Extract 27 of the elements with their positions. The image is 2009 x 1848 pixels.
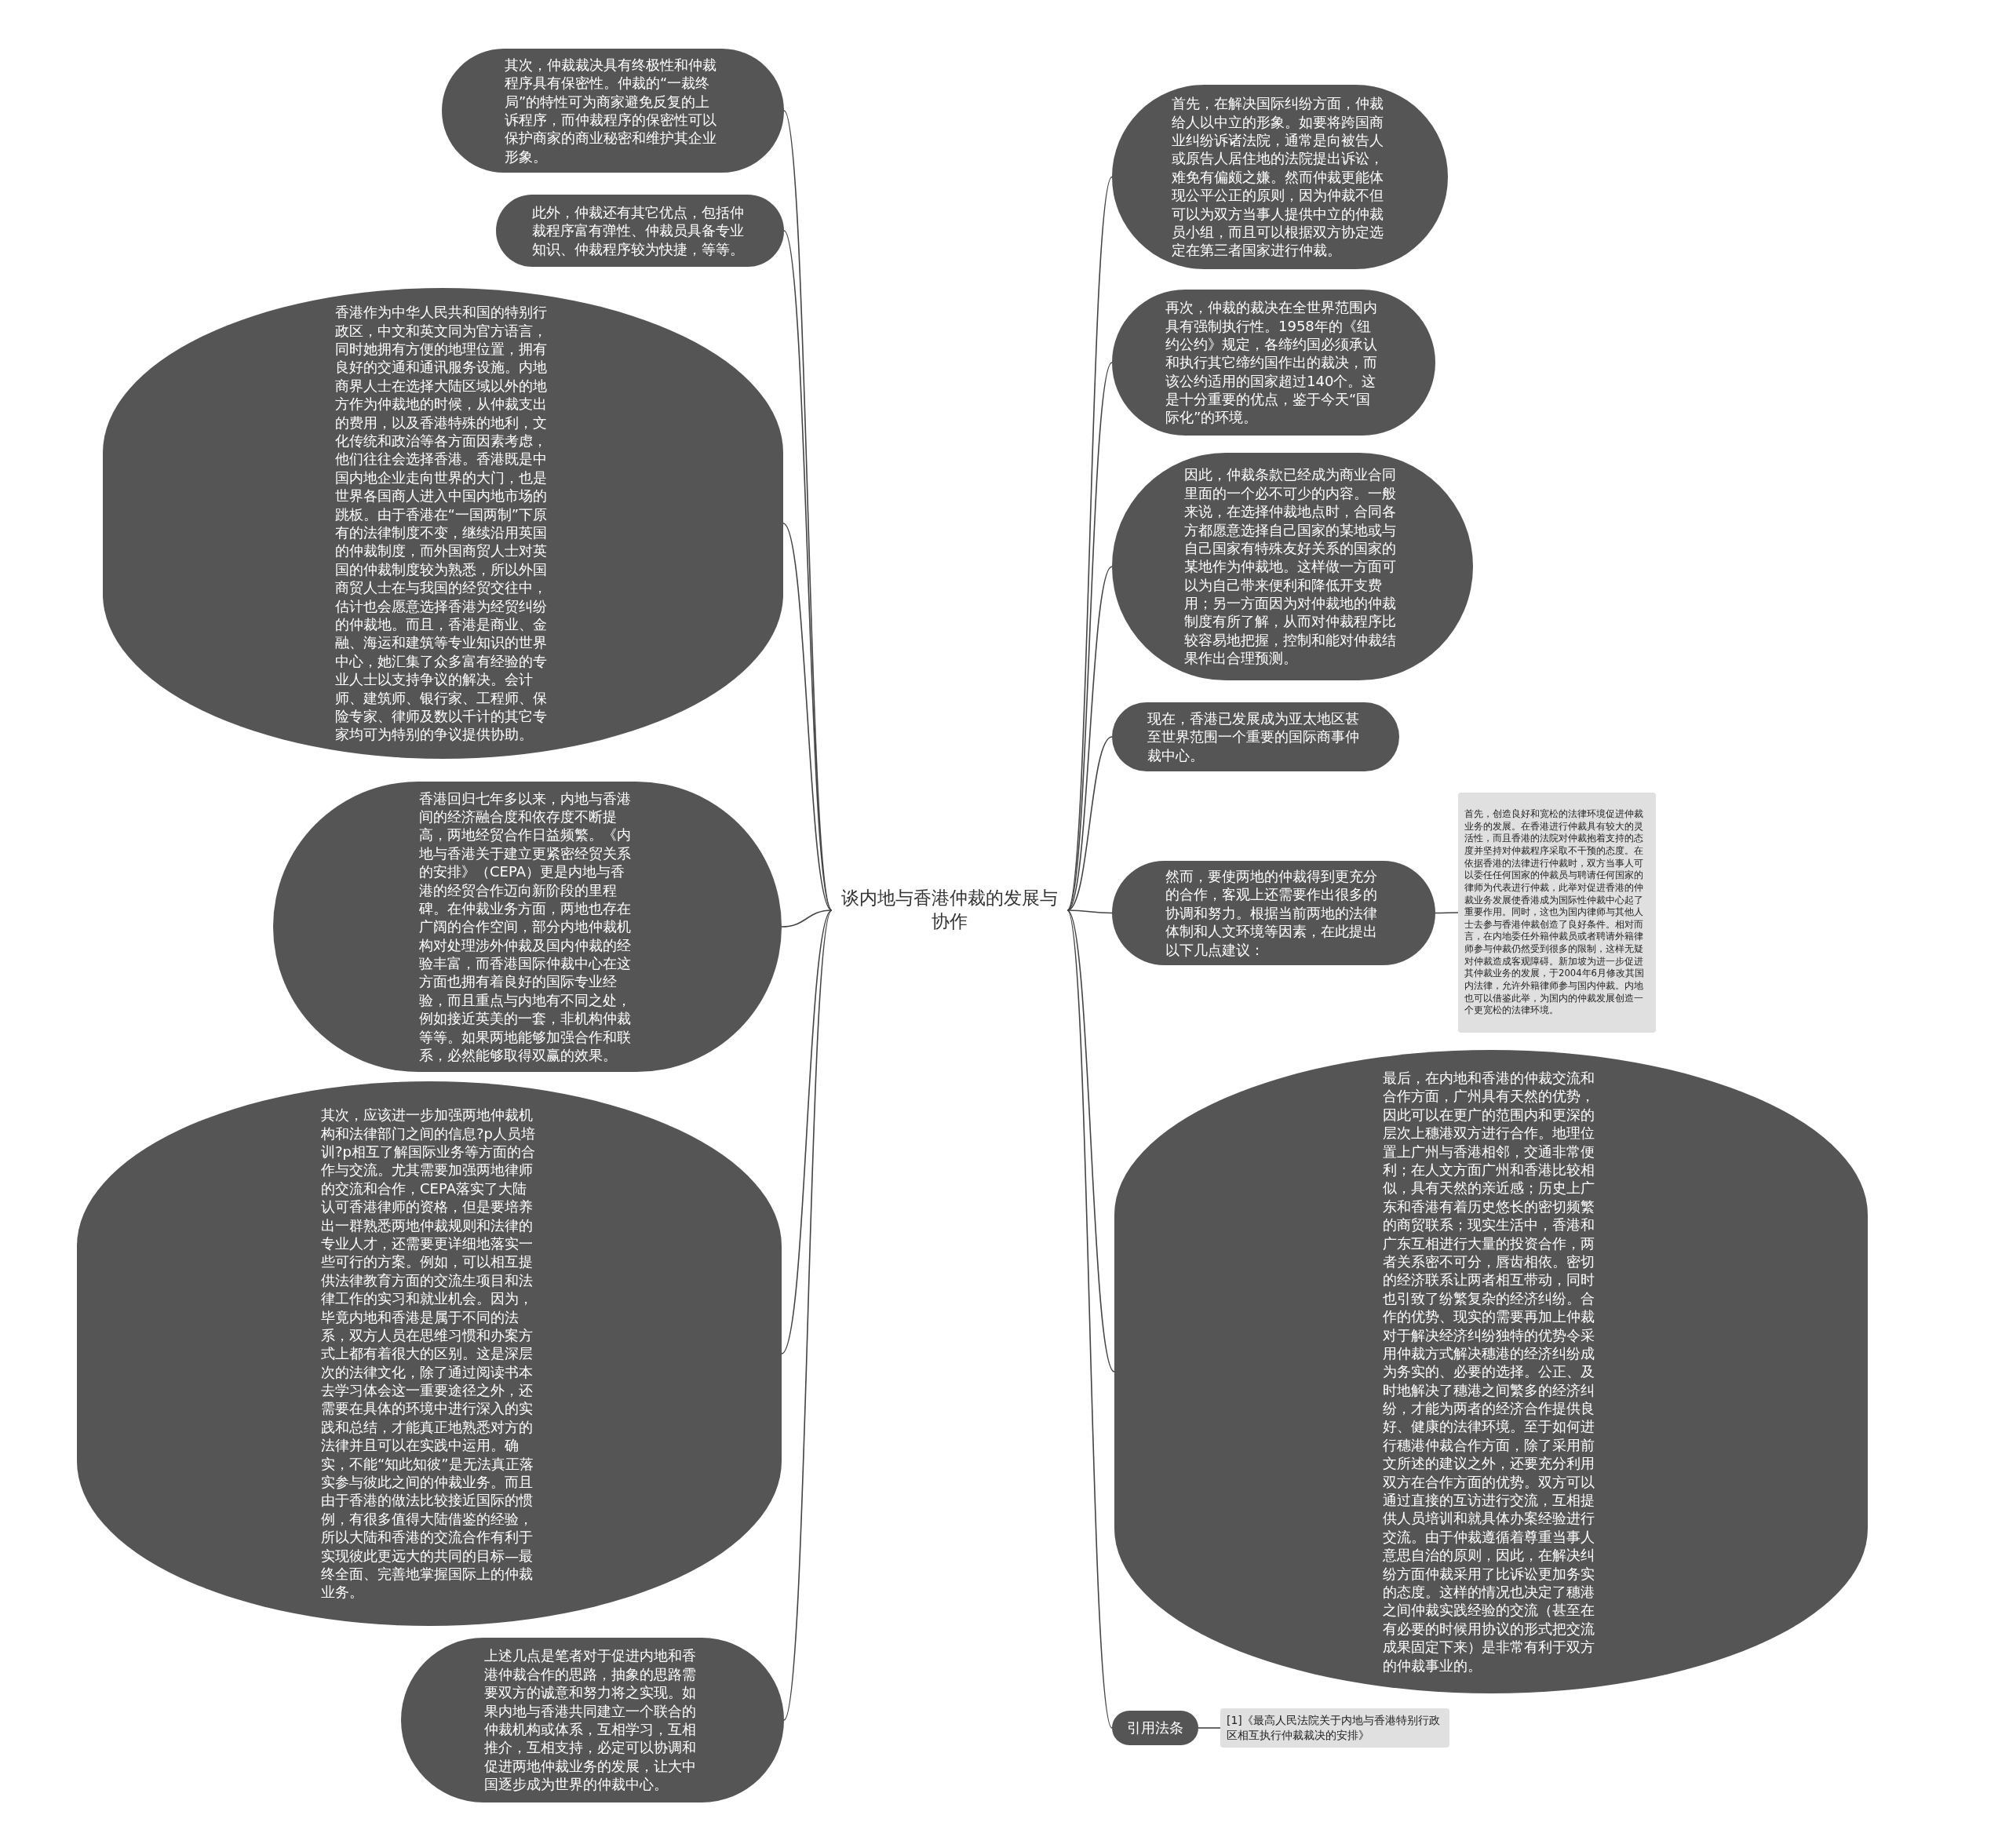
topic-bubble: 现在，香港已发展成为亚太地区甚至世界范围一个重要的国际商事仲裁中心。 bbox=[1112, 702, 1399, 771]
connector-line bbox=[1066, 909, 1115, 1372]
topic-title: 谈内地与香港仲裁的发展与协作 bbox=[832, 882, 1067, 939]
topic-bubble: 最后，在内地和香港的仲裁交流和合作方面，广州具有天然的优势，因此可以在更广的范围内和更深的层次上穗港双方进行合作。地理位置上广州与香港相邻，交通非常便利；在人文方面广州和香港比较相似，具有天然的亲近感；历史上广东和香港有着历史悠长的密切频繁的商贸联系；现实生活中，香港和广东互相进行大量的投资合作，两者关系密不可分，唇齿相依。密切的经济联系让两者相互带动，同时也引致了纷繁复杂的经济纠纷。合作的优势、现实的需要再加上仲裁对于解决经济纠纷独特的优势令采用仲裁方式解决穗港的经济纠纷成为务实的、必要的选择。公正、及时地解决了穗港之间繁多的经济纠纷，才能为两者的经济合作提供良好、健康的法律环境。至于如何进行穗港仲裁合作方面，除了采用前文所述的建议之外，还要充分利用双方在合作方面的优势。双方可以通过直接的互访进行交流，互相提供人员培训和就具体办案经验进行交流。由于仲裁遵循着尊重当事人意思自治的原则，因此，在解决纠纷方面仲裁采用了比诉讼更加务实的态度。这样的情况也决定了穗港之间仲裁实践经验的交流（甚至在有必要的时候用协议的形式把交流成果固定下来）是非常有利于双方的仲裁事业的。 bbox=[1114, 1050, 1868, 1693]
note-box: 首先，创造良好和宽松的法律环境促进仲裁业务的发展。在香港进行仲裁具有较大的灵活性，而且香港的法院对仲裁抱着支持的态度并坚持对仲裁程序采取不干预的态度。在依据香港的法律进行仲裁时，双方当事人可以委任任何国家的仲裁员与聘请任何国家的律师为代表进行仲裁，此举对促进香港的仲裁业务发展使香港成为国际性仲裁中心起了重要作用。同时，这也为国内律师与其他人士去参与香港仲裁创造了良好条件。相对而言，在内地委任外籍仲裁员或者聘请外籍律师参与仲裁仍然受到很多的限制，这样无疑对仲裁造成客观障碍。新加坡为进一步促进其仲裁业务的发展，于2004年6月修改其国内法律，允许外籍律师参与国内仲裁。内地也可以借鉴此举，为国内的仲裁发展创造一个更宽松的法律环境。 bbox=[1458, 793, 1656, 1033]
topic-bubble: 首先，在解决国际纠纷方面，仲裁给人以中立的形象。如要将跨国商业纠纷诉诸法院，通常是向被告人或原告人居住地的法院提出诉讼，难免有偏颇之嫌。然而仲裁更能体现公平公正的原则，因为仲裁不但可以为双方当事人提供中立的仲裁员小组，而且可以根据双方协定选定在第三者国家进行仲裁。 bbox=[1112, 85, 1448, 269]
topic-bubble: 香港作为中华人民共和国的特别行政区，中文和英文同为官方语言，同时她拥有方便的地理位置，拥有良好的交通和通讯服务设施。内地商界人士在选择大陆区域以外的地方作为仲裁地的时候，从仲裁支出的费用，以及香港特殊的地利，文化传统和政治等各方面因素考虑，他们往往会选择香港。香港既是中国内地企业走向世界的大门，也是世界各国商人进入中国内地市场的跳板。由于香港在“一国两制”下原有的法律制度不变，继续沿用英国的仲裁制度，而外国商贸人士对英国的仲裁制度较为熟悉，所以外国商贸人士在与我国的经贸交往中，估计也会愿意选择香港为经贸纠纷的仲裁地。而且，香港是商业、金融、海运和建筑等专业知识的世界中心，她汇集了众多富有经验的专业人士以支持争议的解决。会计师、建筑师、银行家、工程师、保险专家、律师及数以千计的其它专家均可为特别的争议提供协助。 bbox=[103, 288, 783, 759]
topic-bubble: 然而，要使两地的仲裁得到更充分的合作，客观上还需要作出很多的协调和努力。根据当前两地的法律体制和人文环境等因素，在此提出以下几点建议： bbox=[1112, 861, 1435, 965]
topic-bubble: 上述几点是笔者对于促进内地和香港仲裁合作的思路，抽象的思路需要双方的诚意和努力将之实现。如果内地与香港共同建立一个联合的仲裁机构或体系，互相学习，互相推介，互相支持，必定可以协调和促进两地仲裁业务的发展，让大中国逐步成为世界的仲裁中心。 bbox=[401, 1638, 784, 1802]
topic-bubble: 引用法条 bbox=[1112, 1711, 1198, 1745]
connector-line bbox=[1066, 362, 1113, 911]
connector-line bbox=[1435, 912, 1459, 914]
connector-line bbox=[781, 909, 833, 928]
topic-bubble: 香港回归七年多以来，内地与香港间的经济融合度和依存度不断提高，两地经贸合作日益频繁。《内地与香港关于建立更紧密经贸关系的安排》（CEPA）更是内地与香港的经贸合作迈向新阶段的里程碑。在仲裁业务方面，两地也存在广阔的合作空间，部分内地仲裁机构对处理涉外仲裁及国内仲裁的经验丰富，而香港国际仲裁中心在这方面也拥有着良好的国际专业经验，而且重点与内地有不同之处，例如接近英美的一套，非机构仲裁等等。如果两地能够加强合作和联系，必然能够取得双赢的效果。 bbox=[273, 782, 782, 1072]
topic-bubble: 其次，应该进一步加强两地仲裁机构和法律部门之间的信息?p人员培训?p相互了解国际业务等方面的合作与交流。尤其需要加强两地律师的交流和合作，CEPA落实了大陆认可香港律师的资格，但是要培养出一群熟悉两地仲裁规则和法律的专业人才，还需要更详细地落实一些可行的方案。例如，可以相互提供法律教育方面的交流生项目和法律工作的实习和就业机会。因为，毕竟内地和香港是属于不同的法系，双方人员在思维习惯和办案方式上都有着很大的区别。这是深层次的法律文化，除了通过阅读书本去学习体会这一重要途径之外，还需要在具体的环境中进行深入的实践和总结，才能真正地熟悉对方的法律并且可以在实践中运用。确实，不能“知此知彼”是无法真正落实参与彼此之间的仲裁业务。而且由于香港的做法比较接近国际的惯例，有很多值得大陆借鉴的经验，所以大陆和香港的交流合作有利于实现彼此更远大的共同的目标—最终全面、完善地掌握国际上的仲裁业务。 bbox=[77, 1081, 782, 1626]
connector-line bbox=[783, 909, 833, 1721]
connector-line bbox=[781, 909, 833, 1354]
topic-bubble: 此外，仲裁还有其它优点，包括仲裁程序富有弹性、仲裁员具备专业知识、仲裁程序较为快捷，等等。 bbox=[496, 195, 784, 267]
connector-line bbox=[1066, 909, 1113, 914]
topic-bubble: 再次，仲裁的裁决在全世界范围内具有强制执行性。1958年的《纽约公约》规定，各缔约国必须承认和执行其它缔约国作出的裁决，而该公约适用的国家超过140个。这是十分重要的优点，鉴于今天“国际化”的环境。 bbox=[1112, 290, 1435, 436]
connector-line bbox=[1066, 909, 1113, 1729]
topic-bubble: 因此，仲裁条款已经成为商业合同里面的一个必不可少的内容。一般来说，在选择仲裁地点时，合同各方都愿意选择自己国家的某地或与自己国家有特殊友好关系的国家的某地作为仲裁地。这样做一方面可以为自己带来便利和降低开支费用；另一方面因为对仲裁地的仲裁制度有所了解，从而对仲裁程序比较容易地把握，控制和能对仲裁结果作出合理预测。 bbox=[1112, 453, 1473, 680]
connector-line bbox=[782, 523, 833, 911]
note-box: [1]《最高人民法院关于内地与香港特别行政区相互执行仲裁裁决的安排》 bbox=[1220, 1708, 1449, 1748]
topic-bubble: 其次，仲裁裁决具有终极性和仲裁程序具有保密性。仲裁的“一裁终局”的特性可为商家避免反复的上诉程序，而仲裁程序的保密性可以保护商家的商业秘密和维护其企业形象。 bbox=[442, 49, 784, 173]
connector-line bbox=[1066, 736, 1113, 911]
connector-line bbox=[1198, 1727, 1221, 1729]
